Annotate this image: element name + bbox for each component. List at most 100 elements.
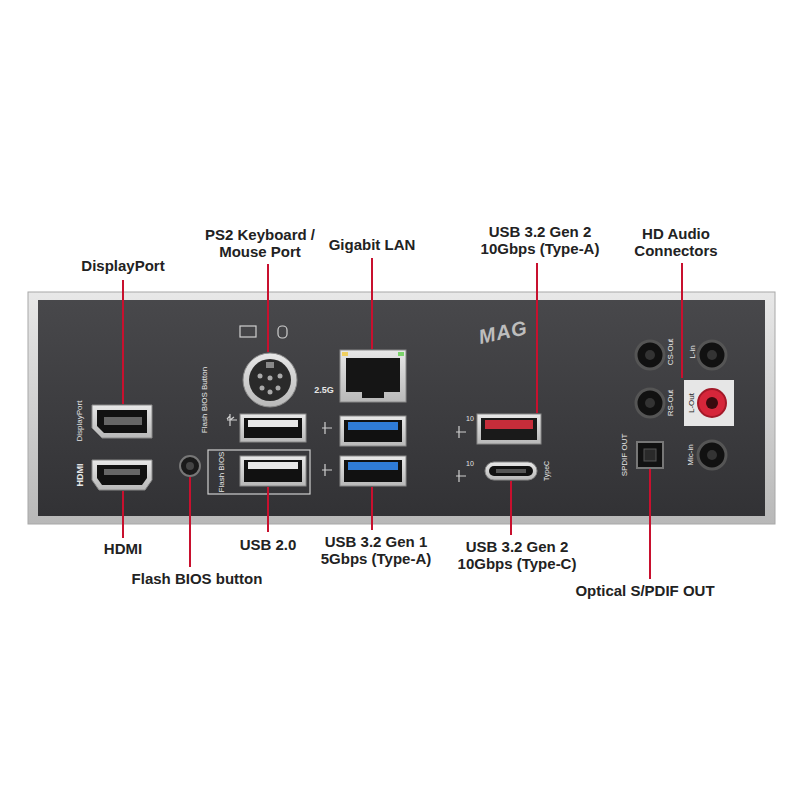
leader-line — [536, 263, 538, 413]
flash-bios-button — [180, 456, 200, 476]
port-marking: DisplayPort — [76, 401, 84, 442]
line-out-highlight — [684, 380, 734, 426]
port-marking: 2.5G — [314, 386, 334, 395]
io-shield-plate — [38, 300, 765, 516]
port-marking: L-Out — [688, 393, 696, 413]
leader-line — [267, 487, 269, 532]
keyboard-icon — [240, 326, 256, 337]
callout-label: USB 3.2 Gen 2 10Gbps (Type-A) — [467, 222, 613, 259]
usb-gen2-port — [477, 414, 541, 444]
audio-jack-hole — [645, 350, 655, 360]
audio-jack-hole — [706, 397, 718, 409]
leader-line — [122, 280, 124, 404]
ps2-pin — [276, 386, 281, 391]
audio-jack-hole — [645, 398, 655, 408]
leader-line — [189, 477, 191, 567]
ps2-opening — [249, 359, 291, 401]
port-marking: MAG — [477, 317, 530, 347]
ps2-pin — [258, 374, 263, 379]
usb-c-port — [485, 462, 537, 480]
leader-line — [371, 487, 373, 530]
port-marking: HDMI — [76, 464, 85, 487]
ps2-pin — [278, 374, 283, 379]
leader-line — [681, 263, 683, 378]
usb-gen2-tongue — [485, 420, 533, 429]
audio-jack-hole — [707, 450, 717, 460]
leader-line — [267, 264, 269, 352]
io-shield-frame — [28, 292, 775, 524]
ps2-pin — [260, 386, 265, 391]
usb3-tongue — [348, 462, 398, 470]
audio-jack — [636, 341, 664, 369]
ps2-key — [266, 362, 274, 368]
ps2-pin — [268, 390, 273, 395]
hdmi-tongue — [104, 469, 140, 475]
lan-led — [342, 352, 348, 356]
lan-led — [398, 352, 404, 356]
callout-label: USB 2.0 — [237, 535, 300, 554]
lan-port — [340, 350, 406, 402]
port-marking: 10 — [466, 415, 474, 422]
usb-c-tongue — [496, 469, 526, 473]
leader-line — [122, 491, 124, 538]
port-marking: CS-Out — [667, 339, 675, 366]
callout-label: PS2 Keyboard / Mouse Port — [191, 225, 329, 262]
usb-symbol — [227, 414, 237, 426]
usb3-port — [340, 456, 406, 486]
usb-c-opening — [489, 466, 533, 476]
usb2-tongue — [248, 420, 298, 427]
displayport-tongue — [104, 417, 142, 425]
optical-spdif-opening — [644, 449, 656, 461]
usb2-port — [240, 414, 306, 442]
audio-jack — [636, 389, 664, 417]
usb-superspeed-symbol — [322, 464, 332, 476]
line-out-jack — [698, 389, 726, 417]
port-marking: SPDIF OUT — [621, 434, 629, 477]
usb2-port — [240, 456, 306, 486]
callout-label: DisplayPort — [78, 256, 167, 275]
leader-line — [510, 481, 512, 535]
usb2-opening — [244, 460, 302, 482]
ps2-port — [243, 353, 297, 407]
lan-opening — [346, 358, 400, 398]
callout-label: USB 3.2 Gen 2 10Gbps (Type-C) — [445, 537, 589, 574]
port-marking: Flash BIOS — [218, 452, 226, 493]
port-marking: TypeC — [543, 461, 550, 481]
usb3-opening — [344, 460, 402, 482]
usb3-tongue — [348, 422, 398, 430]
hdmi-opening — [97, 465, 147, 485]
callout-label: Gigabit LAN — [326, 235, 419, 254]
optical-spdif-port — [637, 442, 663, 468]
audio-jack-hole — [707, 350, 717, 360]
port-marking: Mic-in — [687, 444, 695, 465]
audio-jack — [698, 341, 726, 369]
usb-gen2-opening — [481, 418, 537, 440]
usb2-opening — [244, 418, 302, 438]
callout-label: USB 3.2 Gen 1 5Gbps (Type-A) — [307, 532, 445, 569]
hdmi-connector — [92, 460, 152, 490]
ps2-pin — [268, 376, 273, 381]
callout-label: HD Audio Connectors — [617, 224, 735, 261]
usb-superspeed-symbol — [322, 422, 332, 434]
usb3-opening — [344, 420, 402, 442]
flash-bios-frame — [208, 450, 310, 494]
displayport-opening — [97, 410, 147, 433]
port-marking: Flash BIOS Button — [201, 367, 209, 433]
callout-label: Optical S/PDIF OUT — [572, 581, 717, 600]
callout-label: Flash BIOS button — [129, 569, 266, 588]
usb-superspeed-symbol — [456, 470, 466, 482]
flash-bios-button-core — [186, 462, 194, 470]
leader-line — [649, 469, 651, 579]
leader-lines — [123, 258, 682, 579]
usb-superspeed-symbol — [456, 426, 466, 438]
audio-jack — [698, 441, 726, 469]
port-marking: RS-Out — [667, 390, 675, 417]
callout-label: HDMI — [101, 539, 145, 558]
leader-line — [371, 258, 373, 349]
usb3-port — [340, 416, 406, 446]
displayport-connector — [92, 405, 152, 438]
mouse-icon — [278, 326, 287, 338]
port-marking: L-in — [689, 345, 697, 358]
